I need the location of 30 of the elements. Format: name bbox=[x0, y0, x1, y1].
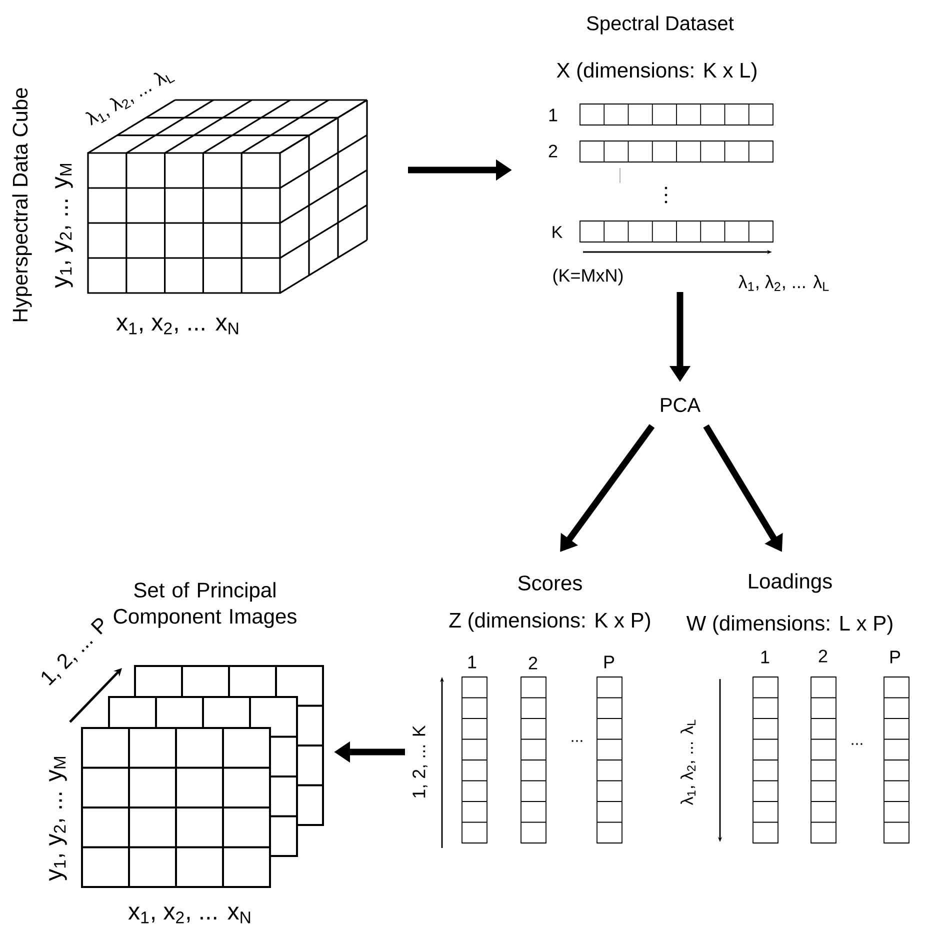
axis-label: x$_{1}$, x$_{2}$, ... x$_{N}$ bbox=[116, 318, 238, 334]
column-label: 2 bbox=[818, 650, 828, 662]
matrix-label: Z (dimensions: K x P) bbox=[449, 612, 650, 632]
row-label: 1 bbox=[549, 108, 558, 122]
column-label: P bbox=[890, 650, 900, 664]
ellipsis: ... bbox=[572, 740, 582, 742]
ellipsis: ... bbox=[852, 743, 862, 745]
axis-label: 1, 2, ... P bbox=[42, 618, 104, 686]
column-label: P bbox=[604, 656, 614, 668]
matrix-label: W (dimensions: L x P) bbox=[686, 615, 892, 635]
matrix-label: X (dimensions: K x L) bbox=[556, 62, 756, 82]
axis-label: 1, 2, ... K bbox=[412, 725, 428, 798]
axis-label: λ$_{1}$, λ$_{2}$, ... λ$_{L}$ bbox=[738, 275, 829, 291]
column-label: 2 bbox=[528, 656, 538, 670]
axis-label: y$_{1}$, y$_{2}$, ... y$_{M}$ bbox=[49, 757, 67, 881]
cube-title: Hyperspectral Data Cube bbox=[12, 88, 32, 322]
column-label: 1 bbox=[761, 650, 770, 664]
column-label: 1 bbox=[468, 656, 476, 668]
scores-title: Scores bbox=[518, 576, 582, 590]
row-label: K bbox=[552, 226, 562, 238]
axis-label: λ$_{1}$, λ$_{2}$, ... λ$_{L}$ bbox=[680, 720, 696, 805]
axis-label: (K=MxN) bbox=[553, 268, 623, 286]
axis-label: λ$_{1}$, λ$_{2}$, ... λ$_{L}$ bbox=[85, 72, 176, 126]
axis-label: y$_{1}$, y$_{2}$, ... y$_{M}$ bbox=[55, 164, 73, 288]
images-title: Set of Principal Component Images bbox=[114, 582, 296, 628]
step-label: PCA bbox=[661, 398, 701, 412]
row-label: 2 bbox=[548, 144, 558, 158]
axis-label: x$_{1}$, x$_{2}$, ... x$_{N}$ bbox=[128, 906, 250, 924]
loadings-title: Loadings bbox=[749, 573, 832, 593]
dataset-title: Spectral Dataset bbox=[586, 16, 734, 34]
